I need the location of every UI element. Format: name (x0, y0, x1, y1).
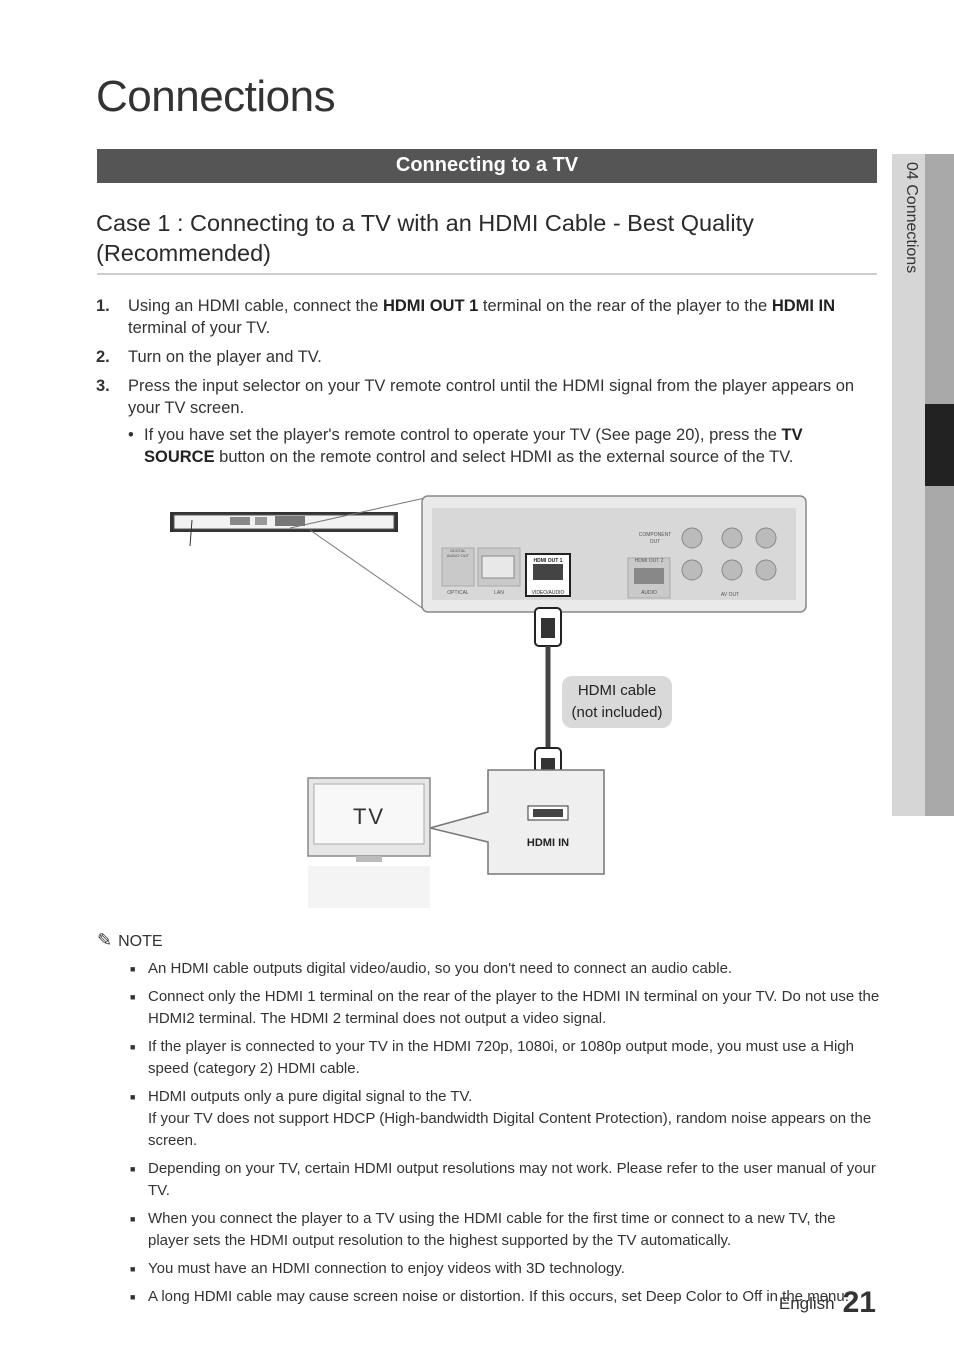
leader-line (309, 529, 426, 611)
note-item: An HDMI cable outputs digital video/audi… (130, 958, 880, 980)
step-text: terminal of your TV. (128, 319, 271, 337)
step-item: 2. Turn on the player and TV. (96, 346, 876, 368)
step-number: 2. (96, 348, 110, 366)
bullet: • (128, 426, 134, 444)
note-item: You must have an HDMI connection to enjo… (130, 1258, 880, 1280)
tv-label: TV (353, 804, 385, 829)
notes-list: An HDMI cable outputs digital video/audi… (130, 958, 880, 1314)
step-text: Press the input selector on your TV remo… (128, 377, 855, 417)
step-bold-text: HDMI OUT 1 (382, 297, 479, 315)
sub-step-bold-text: TV SOURCE (144, 426, 803, 466)
port-label-digital: DIGITAL (450, 548, 466, 553)
step-item: 3. Press the input selector on your TV r… (96, 375, 876, 419)
step-text: Using an HDMI cable, connect the (128, 297, 383, 315)
note-item: Connect only the HDMI 1 terminal on the … (130, 986, 880, 1030)
cable-label-line2: (not included) (572, 704, 663, 721)
port-label-hdmi-out2: HDMI OUT 2 (635, 558, 664, 564)
port-label-digital-audio-out: AUDIO OUT (447, 553, 470, 558)
footer-language: English (778, 1294, 835, 1313)
note-label: NOTE (118, 933, 163, 950)
step-number: 1. (96, 297, 110, 315)
case-title: Case 1 : Connecting to a TV with an HDMI… (96, 210, 754, 266)
step-text: terminal on the rear of the player to th… (478, 297, 772, 315)
port-label-component: COMPONENT (639, 532, 672, 538)
chapter-tab-marker (925, 404, 954, 486)
port-label-lan: LAN (494, 590, 504, 596)
player-illustration (170, 512, 398, 547)
section-heading: Connecting to a TV (97, 149, 877, 183)
step-text: Turn on the player and TV. (128, 348, 322, 366)
port-label-optical: OPTICAL (447, 590, 469, 596)
step-number: 3. (96, 377, 110, 395)
tv-input-callout: HDMI IN (427, 769, 605, 875)
chapter-tab (892, 154, 954, 816)
port-label-av-out: AV OUT (721, 592, 739, 598)
note-item: HDMI outputs only a pure digital signal … (130, 1086, 880, 1152)
divider (97, 273, 877, 275)
port-label-hdmi-out1: HDMI OUT 1 (534, 558, 563, 564)
note-item: A long HDMI cable may cause screen noise… (130, 1286, 880, 1308)
port-label-audio: AUDIO (641, 590, 657, 596)
sub-step-text: button on the remote control and select … (214, 448, 794, 466)
page-title: Connections (96, 72, 336, 121)
cable-label: HDMI cable (not included) (562, 676, 672, 728)
note-item: When you connect the player to a TV usin… (130, 1208, 880, 1252)
note-item: If the player is connected to your TV in… (130, 1036, 880, 1080)
hdmi-cable (534, 607, 562, 795)
hdmi-in-label: HDMI IN (527, 837, 569, 849)
note-item: Depending on your TV, certain HDMI outpu… (130, 1158, 880, 1202)
port-label-video-audio: VIDEO/AUDIO (532, 590, 565, 596)
note-heading: ✎ NOTE (97, 930, 163, 951)
leader-line (289, 497, 426, 529)
sub-step-text: If you have set the player's remote cont… (144, 426, 782, 444)
page-number: 21 (842, 1286, 876, 1319)
cable-label-line1: HDMI cable (578, 682, 656, 699)
step-bold-text: HDMI IN (771, 297, 836, 315)
tv-illustration: TV (307, 777, 431, 908)
pencil-icon: ✎ (97, 930, 113, 950)
rear-panel-callout: OPTICAL LAN HDMI OUT 1 VIDEO/AUDIO HDMI … (421, 495, 807, 613)
chapter-tab-label: 04 Connections (903, 162, 920, 274)
connection-diagram: OPTICAL LAN HDMI OUT 1 VIDEO/AUDIO HDMI … (170, 495, 807, 908)
step-item: 1. Using an HDMI cable, connect the HDMI… (96, 295, 876, 339)
page-footer: English 21 (779, 1286, 876, 1320)
steps-list: 1. Using an HDMI cable, connect the HDMI… (96, 295, 876, 468)
sub-step: • If you have set the player's remote co… (96, 424, 876, 468)
port-label-component-out: OUT (650, 539, 661, 545)
